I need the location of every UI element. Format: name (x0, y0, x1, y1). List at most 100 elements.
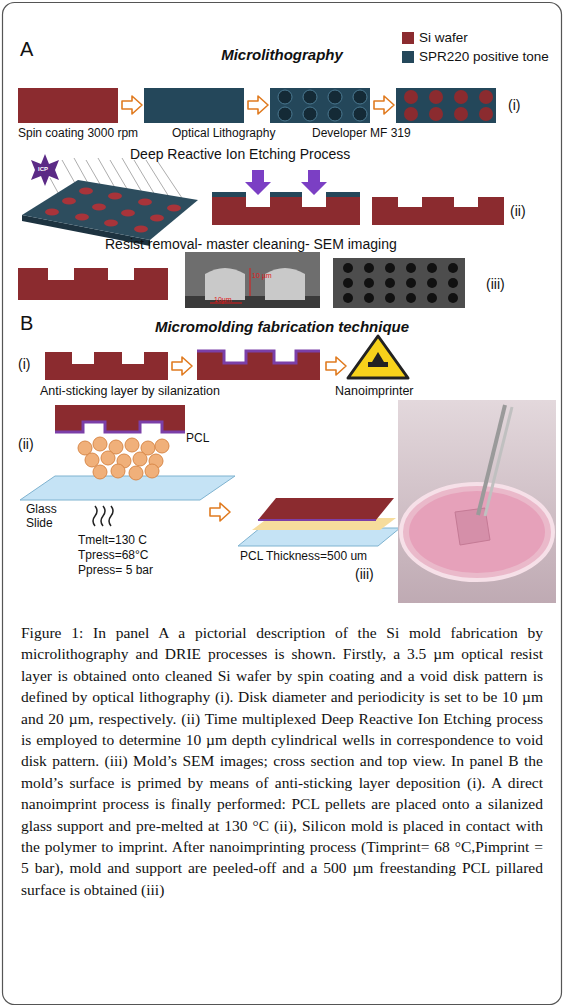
silanization-step-part (45, 352, 168, 380)
silanization-step-part (197, 352, 320, 380)
sem-top-view-part-part (427, 278, 437, 288)
lithography-steps-part-part (454, 90, 468, 104)
silanization-step-part (172, 357, 192, 375)
step-label: Developer MF 319 (312, 127, 411, 141)
row-number: (i) (18, 356, 30, 372)
step-heading: Deep Reactive Ion Etching Process (130, 146, 350, 162)
drie-wafer-part-part (104, 220, 118, 227)
lithography-steps-part (278, 90, 367, 121)
drie-wafer-part (45, 188, 181, 233)
sem-top-view-part-part (364, 278, 374, 288)
sem-top-view-part-part (364, 293, 374, 303)
row-number: (i) (508, 97, 520, 113)
lithography-steps-part (122, 96, 142, 114)
lithography-steps-part-part (429, 107, 443, 121)
imprint-setup-part-part (101, 506, 105, 526)
sem-top-view-part-part (448, 293, 458, 303)
material-label: PCL (186, 432, 209, 446)
lithography-steps-part-part (278, 90, 292, 104)
lithography-steps-part-part (404, 107, 418, 121)
step-label: Nanoimprinter (335, 384, 414, 398)
drie-wafer (22, 154, 198, 246)
imprint-setup-part-part (133, 452, 147, 466)
imprinted-stack-part (258, 519, 376, 521)
clean-mold-part (108, 268, 134, 280)
lithography-steps-part (396, 88, 496, 123)
imprint-setup-part-part (111, 464, 125, 478)
sem-top-view-part-part (385, 263, 395, 273)
step-heading: Resist removal- master cleaning- SEM ima… (105, 236, 397, 252)
petri-dish-photo-part (401, 484, 553, 580)
sem-cross-section-part (185, 252, 320, 308)
panel-heading: Microlithography (221, 46, 343, 63)
etching-step-part (302, 197, 326, 207)
row-number: (ii) (510, 203, 526, 219)
dimension-label: 10µm (214, 296, 232, 304)
imprint-setup-part-part (129, 466, 143, 480)
lithography-steps-part (18, 88, 118, 123)
imprinted-stack-part (252, 518, 396, 530)
drie-wafer-part-part (167, 205, 181, 212)
sem-top-view (333, 258, 465, 308)
panel-heading: Micromolding fabrication technique (155, 318, 409, 335)
lithography-steps-part-part (353, 107, 367, 121)
imprint-setup-part-part (155, 439, 169, 453)
imprint-setup-part (55, 422, 185, 432)
clean-mold-part (18, 268, 168, 300)
lithography-steps-part-part (454, 107, 468, 121)
etching-step-part (326, 192, 360, 197)
lithography-steps-part-part (479, 90, 493, 104)
etched-mold-part (372, 197, 504, 225)
step-label: Optical Lithography (172, 127, 275, 141)
imprint-setup-part-part (93, 437, 107, 451)
drie-wafer-part-part (79, 188, 93, 195)
legend-entry: Si wafer (402, 30, 468, 45)
petri-dish-photo-part (409, 491, 545, 573)
imprint-setup-part (210, 503, 230, 521)
figure-border (3, 3, 562, 1005)
drie-wafer-part-part (108, 193, 122, 200)
imprint-setup-part-part (93, 506, 97, 526)
sem-top-view-part-part (364, 263, 374, 273)
lithography-steps-part-part (328, 90, 342, 104)
dimension-label: PCL Thickness=500 um (240, 550, 367, 564)
sem-top-view-part-part (448, 263, 458, 273)
legend-text: Si wafer (419, 30, 468, 45)
etched-mold-part (398, 197, 422, 207)
warning-sign-part (348, 336, 408, 378)
etching-step-part (212, 197, 360, 225)
clean-mold-part (48, 268, 74, 280)
lithography-steps-part (404, 90, 493, 121)
petri-dish-photo-part (398, 400, 556, 603)
petri-dish-photo-part (485, 407, 512, 516)
imprint-setup-part (93, 506, 113, 526)
imprint-setup-part-part (85, 453, 99, 467)
lithography-steps-part (374, 96, 394, 114)
drie-wafer-part-part (150, 215, 164, 222)
row-number: (iii) (486, 276, 505, 292)
etched-mold-part (454, 197, 478, 207)
parameter-label: Tmelt=130 C (78, 534, 147, 548)
lithography-steps-part (144, 88, 244, 123)
legend-swatch (402, 32, 414, 44)
imprint-setup-part-part (125, 438, 139, 452)
sem-cross-section-part (205, 268, 245, 300)
sem-top-view-part-part (343, 293, 353, 303)
sem-top-view-part-part (427, 263, 437, 273)
petri-dish-photo (398, 400, 556, 603)
silanization-step (45, 351, 346, 380)
imprinted-stack-part (258, 498, 394, 520)
lithography-steps (18, 88, 496, 123)
lithography-steps-part-part (303, 90, 317, 104)
imprint-setup-part-part (109, 506, 113, 526)
lithography-steps-part (248, 96, 268, 114)
drie-wafer-part-part (75, 214, 89, 221)
row-number: (ii) (18, 436, 34, 452)
drie-wafer-part-part (138, 199, 152, 206)
imprinted-stack-part (238, 528, 400, 546)
warning-sign (348, 336, 408, 378)
sem-top-view-part-part (385, 278, 395, 288)
petri-dish-photo-part (478, 405, 505, 515)
clean-mold (18, 268, 168, 300)
sem-top-view-part-part (385, 293, 395, 303)
